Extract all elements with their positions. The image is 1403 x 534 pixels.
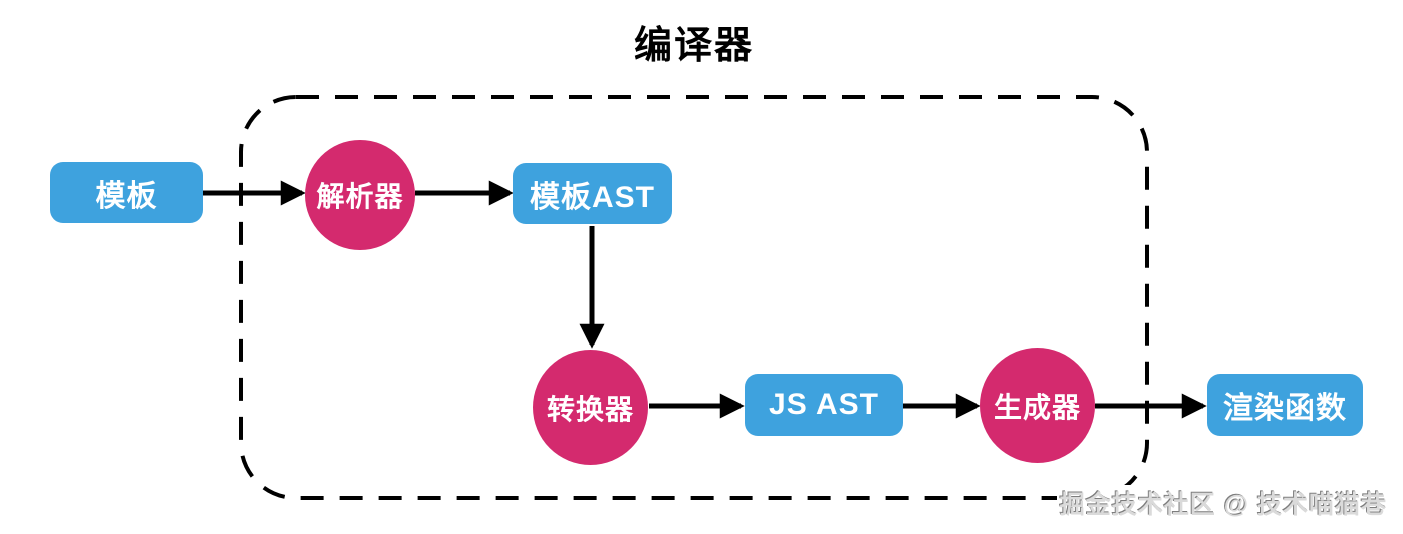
node-template-label: 模板 bbox=[95, 179, 158, 213]
node-template-ast: 模板AST bbox=[513, 163, 672, 224]
node-render-function-label: 渲染函数 bbox=[1223, 392, 1347, 425]
node-parser-label: 解析器 bbox=[316, 181, 404, 212]
watermark-text: 掘金技术社区 @ 技术喵猫巷 bbox=[1056, 485, 1390, 521]
node-js-ast-label: JS AST bbox=[769, 388, 879, 421]
node-render-function: 渲染函数 bbox=[1207, 374, 1363, 436]
node-js-ast: JS AST bbox=[745, 374, 903, 436]
node-transformer-label: 转换器 bbox=[546, 393, 634, 425]
node-generator-label: 生成器 bbox=[993, 391, 1081, 423]
diagram-title: 编译器 bbox=[633, 25, 754, 67]
compiler-dashed-border bbox=[239, 95, 1149, 500]
node-template: 模板 bbox=[50, 162, 203, 223]
node-generator: 生成器 bbox=[980, 348, 1095, 463]
node-transformer: 转换器 bbox=[533, 350, 648, 465]
node-template-ast-label: 模板AST bbox=[530, 180, 655, 214]
node-parser: 解析器 bbox=[305, 140, 415, 250]
